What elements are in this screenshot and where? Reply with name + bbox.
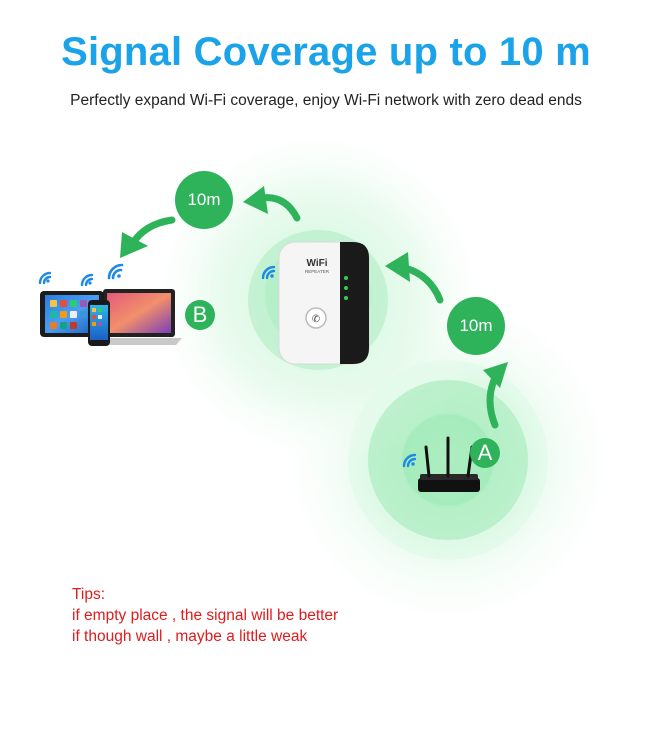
wifi-icon [38, 271, 52, 285]
arrow-repeater-to-top [258, 194, 301, 222]
distance-label-right: 10m [447, 297, 505, 355]
svg-text:✆: ✆ [312, 314, 320, 325]
tips-block: Tips: if empty place , the signal will b… [72, 584, 338, 647]
repeater-illustration: ✆ [278, 241, 370, 365]
point-badge-router: A [470, 438, 500, 468]
tips-heading: Tips: [72, 586, 106, 603]
page-title: Signal Coverage up to 10 m [61, 30, 591, 74]
wifi-icon [80, 273, 94, 287]
page-subtitle: Perfectly expand Wi-Fi coverage, enjoy W… [70, 92, 582, 109]
repeater-model: REPEATER [305, 269, 330, 274]
repeater-brand: WiFi [306, 258, 327, 269]
point-badge-devices: B [185, 300, 215, 330]
wifi-icon [402, 453, 417, 468]
router-illustration [418, 436, 480, 492]
arrow-router-to-repeater [486, 374, 499, 429]
arrow-head-down [120, 232, 148, 258]
wifi-icon [261, 265, 276, 280]
arrow-head-left-2 [243, 186, 268, 214]
tips-line-1: if empty place , the signal will be bett… [72, 607, 339, 624]
distance-label-top: 10m [175, 171, 233, 229]
arrow-head-up [483, 362, 508, 388]
arrow-head-left-1 [385, 252, 410, 282]
wifi-icon [107, 263, 124, 280]
devices-illustration [40, 289, 182, 346]
tips-line-2: if though wall , maybe a little weak [72, 628, 308, 645]
